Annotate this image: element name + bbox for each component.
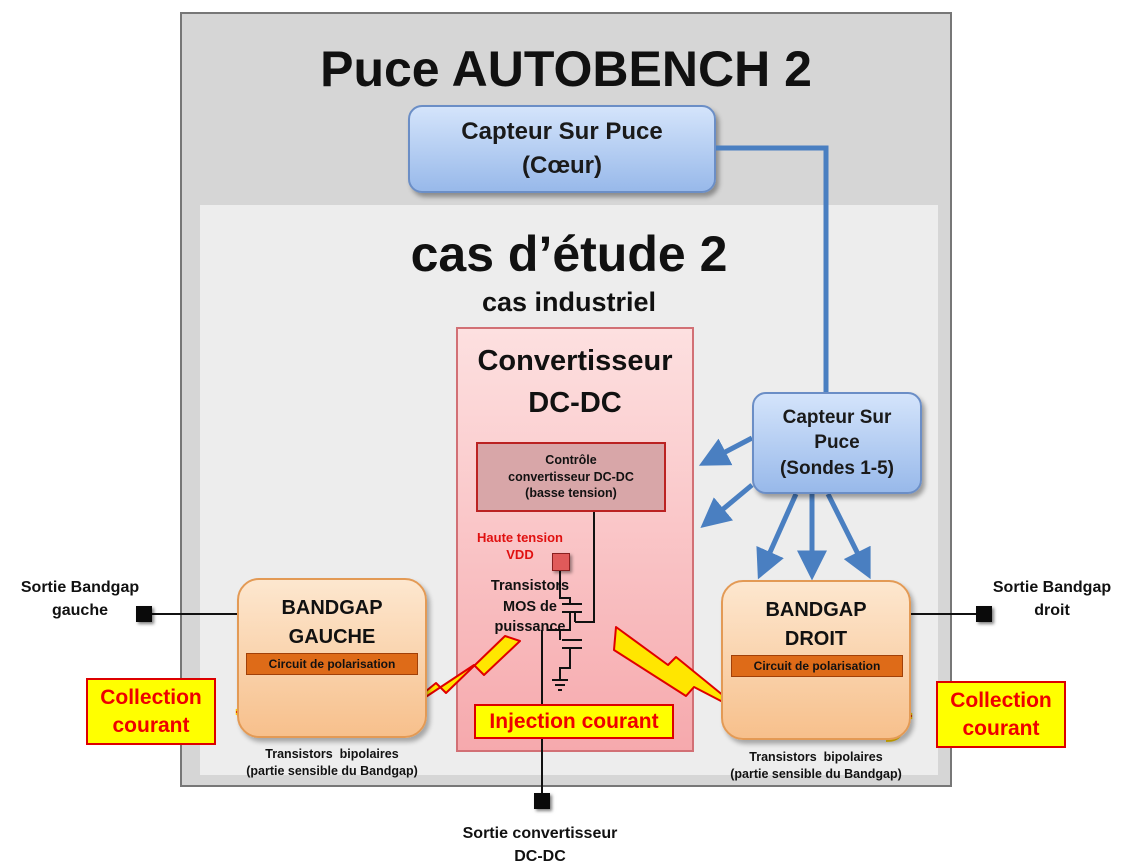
bandgap-left-title-line1: BANDGAP — [281, 597, 383, 619]
bias-circuit-right: Circuit de polarisation — [731, 655, 903, 677]
converter-title-line1: Convertisseur — [477, 345, 673, 377]
output-right-line1: Sortie Bandgap — [992, 579, 1112, 596]
probe-sensor-label-line2: Puce — [814, 432, 860, 454]
output-left-line1: Sortie Bandgap — [20, 579, 140, 596]
probe-arrow-to-control — [698, 435, 754, 466]
control-label-line3: (basse tension) — [525, 486, 617, 501]
converter-title: Convertisseur DC-DC — [456, 340, 694, 424]
collection-current-right-label: Collection courant — [936, 681, 1066, 748]
control-to-mos-wire — [584, 512, 595, 623]
collection-left-line2: courant — [112, 713, 190, 737]
collection-left-line1: Collection — [100, 686, 202, 710]
probe-arrow-bandgap-1 — [756, 492, 799, 580]
power-mos-label-line1: Transistors — [490, 578, 570, 594]
output-bandgap-right-label: Sortie Bandgap droit — [968, 576, 1136, 622]
probe-arrow-bandgap-3 — [825, 492, 871, 580]
case-study-subtitle: cas industriel — [481, 287, 657, 317]
core-sensor-label-line1: Capteur Sur Puce — [461, 118, 663, 146]
bipolar-transistors-left-caption: Transistors bipolaires (partie sensible … — [222, 746, 442, 780]
trans-left-caption-line2: (partie sensible du Bandgap) — [246, 763, 418, 778]
collection-right-line2: courant — [962, 716, 1040, 740]
collection-current-left-label: Collection courant — [86, 678, 216, 745]
current-injection-label: Injection courant — [474, 704, 674, 739]
output-pad-converter — [534, 793, 550, 809]
sensor-link-line — [716, 145, 829, 392]
control-label-line2: convertisseur DC-DC — [508, 469, 634, 484]
bandgap-left-title-line2: GAUCHE — [288, 626, 376, 648]
output-converter-line1: Sortie convertisseur — [462, 825, 618, 842]
trans-right-caption-line1: Transistors bipolaires — [749, 750, 883, 764]
trans-right-caption-line2: (partie sensible du Bandgap) — [730, 766, 902, 781]
high-voltage-label-line1: Haute tension — [477, 530, 563, 545]
power-mos-label-line2: MOS de — [503, 598, 557, 615]
bandgap-right-title-line2: DROIT — [784, 628, 848, 650]
power-mos-label: Transistors MOS de puissance — [490, 576, 570, 638]
probe-arrow-to-mos — [700, 483, 754, 529]
converter-control-block: Contrôle convertisseur DC-DC (basse tens… — [476, 442, 666, 512]
output-pad-right — [976, 606, 992, 622]
probe-sensor-block: Capteur Sur Puce (Sondes 1-5) — [752, 392, 922, 494]
bipolar-transistors-right-caption: Transistors bipolaires (partie sensible … — [706, 749, 926, 783]
output-converter-line2: DC-DC — [514, 848, 566, 866]
collection-right-line1: Collection — [950, 689, 1052, 713]
high-voltage-label: Haute tension VDD — [470, 530, 570, 564]
control-label-line1: Contrôle — [545, 452, 597, 467]
trans-left-caption-line1: Transistors bipolaires — [265, 747, 399, 761]
vdd-pad — [552, 553, 570, 571]
case-study-title: cas d’étude 2 — [410, 226, 728, 282]
dcdc-converter-block — [456, 327, 694, 752]
converter-title-line2: DC-DC — [528, 387, 622, 420]
output-right-line2: droit — [1034, 602, 1070, 620]
core-sensor-block: Capteur Sur Puce (Cœur) — [408, 105, 716, 193]
bias-circuit-left: Circuit de polarisation — [246, 653, 418, 675]
output-left-line2: gauche — [51, 602, 108, 620]
lightning-bolt-right — [613, 626, 747, 715]
chip-title: Puce AUTOBENCH 2 — [320, 41, 812, 97]
probe-sensor-label-line3: (Sondes 1-5) — [779, 457, 895, 479]
bandgap-right-title-line1: BANDGAP — [765, 599, 867, 621]
output-pad-left — [136, 606, 152, 622]
output-converter-label: Sortie convertisseur DC-DC — [410, 822, 670, 868]
power-mos-label-line3: puissance — [494, 619, 566, 636]
bandgap-left-title: BANDGAP GAUCHE — [237, 594, 427, 652]
mos-transistor-symbol — [548, 569, 584, 691]
bandgap-right-title: BANDGAP DROIT — [721, 596, 911, 654]
probe-sensor-label-line1: Capteur Sur — [782, 406, 892, 428]
output-bandgap-left-label: Sortie Bandgap gauche — [0, 576, 160, 622]
core-sensor-label-line2: (Cœur) — [522, 152, 602, 179]
high-voltage-label-line2: VDD — [506, 546, 534, 562]
